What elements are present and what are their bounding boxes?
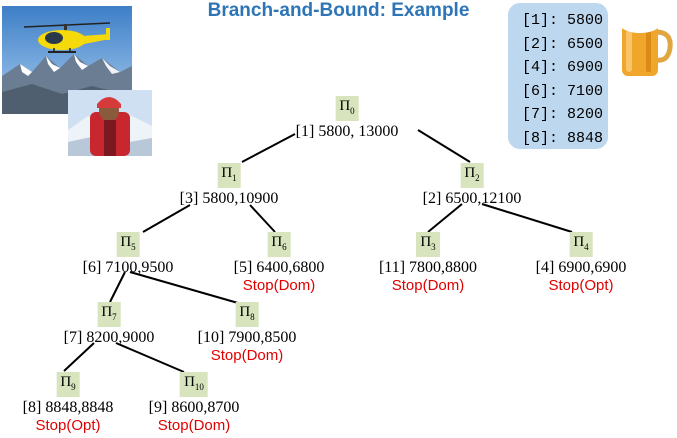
node-bounds-label: [3] 5800,10900: [179, 190, 279, 207]
node-bounds-label: [2] 6500,12100: [422, 190, 522, 207]
edge-p5-p7: [109, 271, 126, 303]
legend-item: [7]: 8200: [522, 106, 604, 123]
node-symbol: Π6: [267, 232, 291, 257]
stop-status: Stop(Opt): [548, 277, 614, 294]
edge-p0-p2: [417, 129, 471, 163]
legend-item: [1]: 5800: [522, 12, 604, 29]
node-bounds-label: [11] 7800,8800: [378, 259, 478, 276]
edge-p1-p6: [249, 204, 276, 233]
edge-p7-p10: [115, 342, 185, 373]
edge-p7-p9: [63, 342, 95, 372]
tree-node-p3: Π3 [11] 7800,8800 Stop(Dom): [379, 232, 477, 295]
tree-node-p4: Π4 [4] 6900,6900 Stop(Opt): [535, 232, 627, 295]
incumbent-values-box: [1]: 5800 [2]: 6500 [4]: 6900 [6]: 7100 …: [508, 3, 608, 149]
node-bounds-label: [7] 8200,9000: [63, 329, 155, 346]
stop-status: Stop(Dom): [391, 277, 465, 294]
node-symbol: Π10: [180, 372, 208, 397]
node-symbol: Π7: [97, 302, 121, 327]
node-symbol: Π4: [569, 232, 593, 257]
legend-item: [8]: 8848: [522, 129, 604, 147]
tree-node-p8: Π8 [10] 7900,8500 Stop(Dom): [197, 302, 297, 365]
edge-p2-p4: [481, 203, 573, 233]
node-symbol: Π9: [56, 372, 80, 397]
edge-p5-p8: [129, 271, 239, 304]
node-symbol: Π3: [416, 232, 440, 257]
node-bounds-label: [6] 7100,9500: [82, 259, 174, 276]
node-symbol: Π1: [217, 163, 241, 188]
node-symbol: Π2: [460, 163, 484, 188]
edge-p2-p3: [427, 203, 463, 233]
node-bounds-label: [9] 8600,8700: [148, 399, 240, 416]
stop-status: Stop(Opt): [35, 417, 101, 434]
tree-node-p6: Π6 [5] 6400,6800 Stop(Dom): [233, 232, 325, 295]
tree-node-p2: Π2 [2] 6500,12100: [422, 163, 522, 208]
node-bounds-label: [8] 8848,8848: [22, 399, 114, 416]
tree-node-p7: Π7 [7] 8200,9000: [63, 302, 155, 347]
node-symbol: Π5: [116, 232, 140, 257]
edge-p1-p5: [142, 204, 191, 233]
node-bounds-label: [10] 7900,8500: [197, 329, 297, 346]
legend-item: [6]: 7100: [522, 82, 604, 100]
stop-status: Stop(Dom): [210, 347, 284, 364]
node-bounds-label: [5] 6400,6800: [233, 259, 325, 276]
tree-node-p9: Π9 [8] 8848,8848 Stop(Opt): [22, 372, 114, 435]
stop-status: Stop(Dom): [242, 277, 316, 294]
edge-p0-p1: [241, 133, 296, 163]
tree-node-p0: Π0 [1] 5800, 13000: [295, 96, 399, 141]
node-symbol: Π8: [235, 302, 259, 327]
stop-status: Stop(Dom): [157, 417, 231, 434]
tree-node-p1: Π1 [3] 5800,10900: [179, 163, 279, 208]
node-bounds-label: [4] 6900,6900: [535, 259, 627, 276]
legend-item: [4]: 6900: [522, 59, 604, 76]
legend-item: [2]: 6500: [522, 35, 604, 53]
node-bounds-label: [1] 5800, 13000: [295, 123, 399, 140]
tree-node-p5: Π5 [6] 7100,9500: [82, 232, 174, 277]
slide-title: Branch-and-Bound: Example: [207, 0, 470, 21]
climber-image: [68, 90, 152, 156]
tree-node-p10: Π10 [9] 8600,8700 Stop(Dom): [148, 372, 240, 435]
node-symbol: Π0: [335, 96, 359, 121]
beer-mug-image: [620, 8, 673, 76]
